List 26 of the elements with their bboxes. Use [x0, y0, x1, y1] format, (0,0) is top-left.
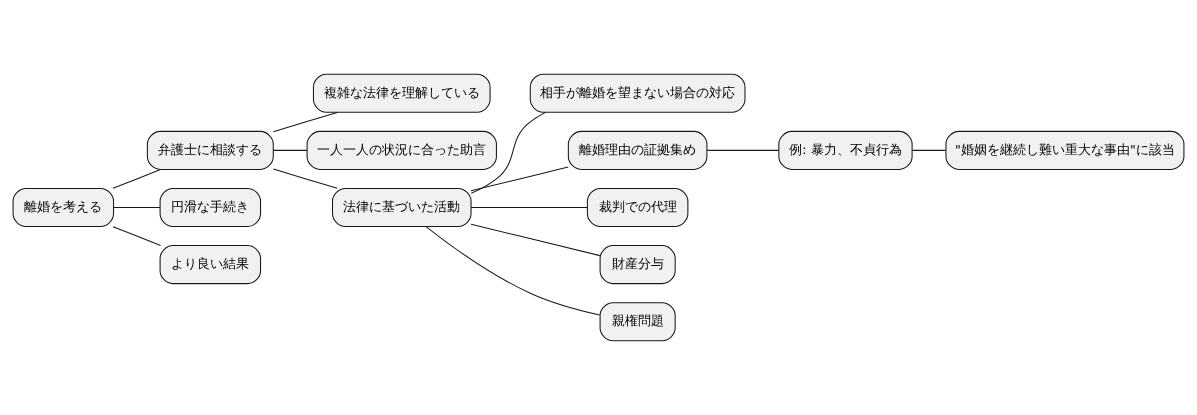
connector [112, 169, 162, 189]
node-box: 相手が離婚を望まない場合の対応 [529, 73, 746, 113]
connector [113, 206, 161, 209]
node-box: 法律に基づいた活動 [331, 187, 472, 228]
node-box: 裁判での代理 [586, 187, 689, 228]
connector [470, 223, 601, 257]
connector [272, 149, 308, 151]
node-box: 親権問題 [599, 302, 676, 342]
connector [706, 149, 780, 151]
node-box: 円滑な手続き [159, 187, 262, 228]
connector [272, 168, 338, 189]
connector [112, 226, 162, 246]
node-box: 複雑な法律を理解している [312, 73, 491, 113]
connector [470, 206, 588, 209]
node-box: 例: 暴力、不貞行為 [778, 130, 913, 170]
node-box: 離婚理由の証拠集め [567, 130, 708, 170]
connector [425, 226, 601, 316]
node-box: 離婚を考える [12, 187, 115, 228]
node-box: "婚姻を継続し難い重大な事由"に該当 [945, 130, 1185, 170]
connector [911, 149, 947, 151]
node-box: 弁護士に相談する [146, 130, 274, 170]
connector [470, 111, 547, 194]
node-box: 一人一人の状況に合った助言 [306, 130, 497, 170]
connector [470, 166, 569, 192]
node-box: 財産分与 [599, 245, 676, 285]
node-box: より良い結果 [159, 245, 262, 285]
